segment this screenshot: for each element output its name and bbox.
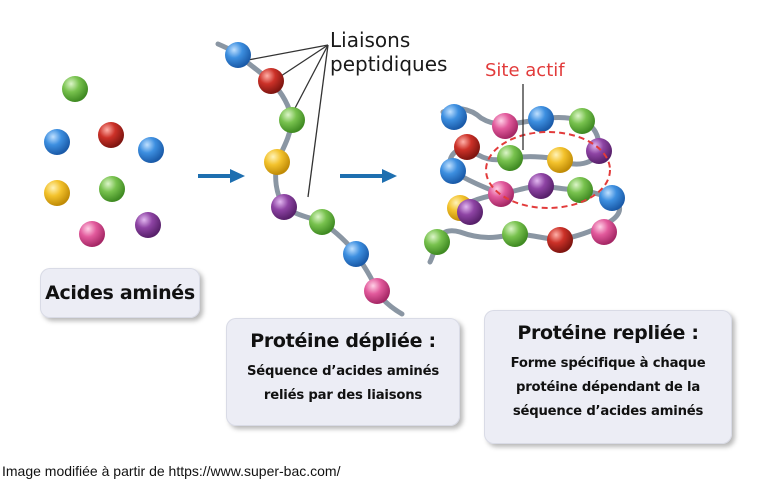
image-credit-caption: Image modifiée à partir de https://www.s… [2, 463, 341, 479]
active-site-outline [485, 131, 611, 209]
amino-acid-yellow [264, 149, 290, 175]
active-site-label: Site actif [485, 60, 565, 81]
amino-acid-purple [457, 199, 483, 225]
amino-acid-green [502, 221, 528, 247]
unfolded-protein-desc: Séquence d’acides aminés reliés par des … [226, 360, 460, 408]
amino-acid-green [279, 107, 305, 133]
amino-acid-blue [528, 106, 554, 132]
amino-acid-blue [343, 241, 369, 267]
amino-acid-green [309, 209, 335, 235]
amino-acids-box: Acides aminés [40, 268, 200, 318]
amino-acid-yellow [547, 147, 573, 173]
amino-acid-blue [441, 104, 467, 130]
amino-acid-pink [79, 221, 105, 247]
amino-acid-blue [440, 158, 466, 184]
amino-acid-green [569, 108, 595, 134]
unfolded-protein-box: Protéine dépliée : Séquence d’acides ami… [226, 318, 460, 426]
amino-acid-green [99, 176, 125, 202]
amino-acid-pink [364, 278, 390, 304]
amino-acid-blue [44, 129, 70, 155]
amino-acid-blue [599, 185, 625, 211]
amino-acids-title: Acides aminés [45, 282, 195, 304]
peptide-bonds-label-line1: Liaisons [330, 28, 411, 52]
peptide-bonds-label-line2: peptidiques [330, 52, 448, 76]
amino-acid-red [98, 122, 124, 148]
arrow-right-icon [340, 169, 397, 183]
amino-acid-pink [492, 113, 518, 139]
amino-acid-blue [225, 42, 251, 68]
amino-acid-red [454, 134, 480, 160]
amino-acid-yellow [44, 180, 70, 206]
folded-protein-box: Protéine repliée : Forme spécifique à ch… [484, 310, 732, 444]
arrow-right-icon [198, 169, 245, 183]
unfolded-desc-line2: reliés par des liaisons [263, 388, 423, 403]
amino-acid-pink [488, 181, 514, 207]
folded-protein-title: Protéine repliée : [517, 322, 699, 344]
amino-acid-green [62, 76, 88, 102]
folded-desc-line2: protéine dépendant de la [515, 380, 701, 395]
amino-acid-green [497, 145, 523, 171]
amino-acid-red [547, 227, 573, 253]
amino-acid-green [424, 229, 450, 255]
amino-acid-purple [271, 194, 297, 220]
unfolded-protein-title: Protéine dépliée : [250, 330, 436, 352]
amino-acid-blue [138, 137, 164, 163]
folded-desc-line1: Forme spécifique à chaque [510, 356, 706, 371]
amino-acid-purple [528, 173, 554, 199]
peptide-bonds-label: Liaisons peptidiques [330, 28, 447, 76]
folded-protein-desc: Forme spécifique à chaque protéine dépen… [484, 352, 732, 424]
folded-protein [424, 84, 625, 265]
amino-acid-pink [591, 219, 617, 245]
folded-desc-line3: séquence d’acides aminés [512, 404, 704, 419]
amino-acid-purple [135, 212, 161, 238]
unfolded-desc-line1: Séquence d’acides aminés [246, 364, 439, 379]
free-amino-acids [44, 76, 164, 247]
amino-acid-red [258, 68, 284, 94]
amino-acid-green [567, 177, 593, 203]
unfolded-protein-chain [215, 41, 405, 317]
peptide-bond-pointers [247, 44, 329, 198]
